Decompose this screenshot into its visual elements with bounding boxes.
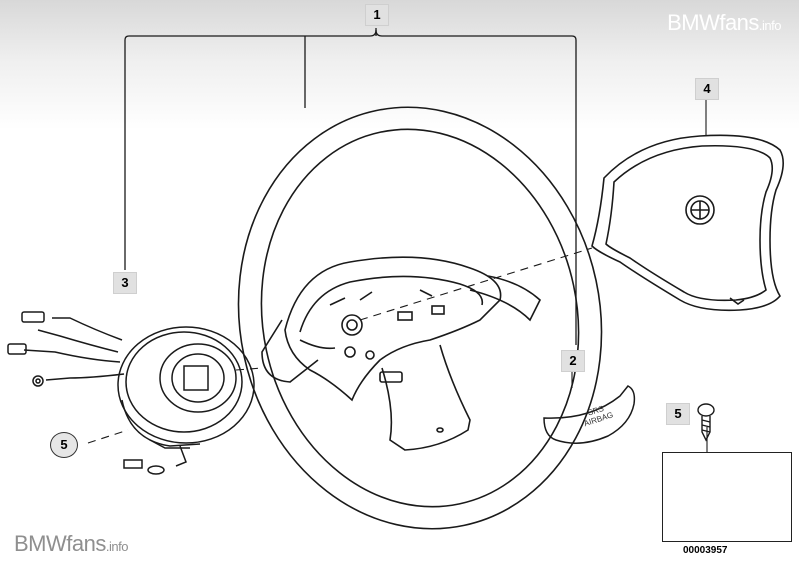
watermark-bottom: BMWfans.info [14,531,128,556]
inset-frame [662,452,792,542]
assembly-bracket [124,28,577,345]
callout-2[interactable]: 2 [561,350,585,372]
callout-3[interactable]: 3 [113,272,137,294]
screw-part [697,403,715,442]
trim-cover [543,385,636,444]
diagram-reference: 00003957 [683,545,728,556]
callout-4[interactable]: 4 [695,78,719,100]
watermark-top: BMWfans.info [667,10,781,35]
airbag-module [591,134,784,312]
steering-wheel [237,106,603,530]
slip-ring [7,311,255,475]
callout-5-box[interactable]: 5 [666,403,690,425]
leader-lines [87,247,593,444]
callout-1[interactable]: 1 [365,4,389,26]
callout-5-round[interactable]: 5 [50,432,78,458]
